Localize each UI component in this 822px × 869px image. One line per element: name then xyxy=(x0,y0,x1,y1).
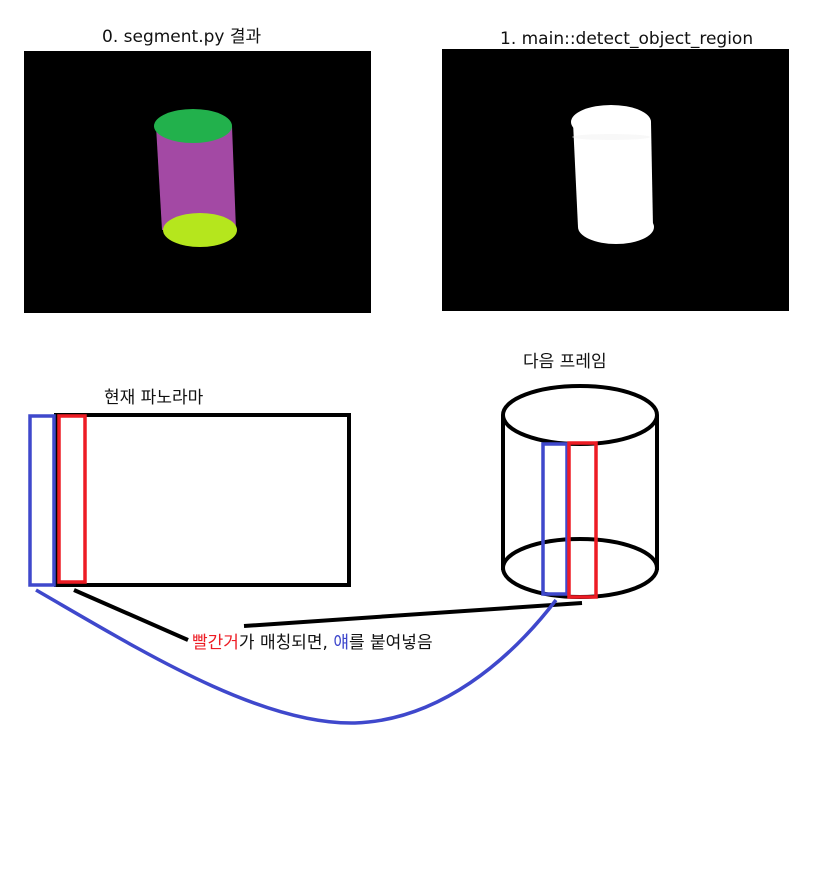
mask-body xyxy=(573,122,653,227)
segment-panel-title: 0. segment.py 결과 xyxy=(102,27,262,47)
next-frame-label: 다음 프레임 xyxy=(523,352,607,372)
note-end-text: 를 붙여넣음 xyxy=(348,633,433,653)
cylinder-top-segment xyxy=(154,109,232,143)
cylinder-bottom-segment xyxy=(163,213,237,247)
red-match-connector-right xyxy=(243,601,583,628)
next-frame-blue-strip xyxy=(541,442,569,596)
mask-bottom xyxy=(578,210,654,244)
red-match-connector-left xyxy=(73,588,189,642)
segmented-cylinder xyxy=(154,109,237,247)
current-panorama-label: 현재 파노라마 xyxy=(104,388,204,408)
mask-top xyxy=(571,105,651,139)
next-cylinder-top xyxy=(501,384,659,446)
mask-top-edge xyxy=(572,134,650,140)
next-cylinder-bottom xyxy=(501,537,659,599)
detect-panel-title: 1. main::detect_object_region xyxy=(500,29,754,49)
note-middle-text: 가 매칭되면, xyxy=(238,633,334,653)
panorama-red-strip xyxy=(57,414,87,584)
blue-word: 얘 xyxy=(333,633,349,653)
panorama-frame xyxy=(54,413,351,587)
panorama-blue-strip xyxy=(28,414,56,587)
next-frame-cylinder xyxy=(501,384,659,599)
matching-explanation: 빨간거가 매칭되면, 얘를 붙여넣음 xyxy=(192,628,433,653)
mask-cylinder xyxy=(571,105,654,244)
cylinder-body-segment xyxy=(156,126,236,230)
red-word: 빨간거 xyxy=(192,633,239,653)
next-frame-red-strip xyxy=(567,441,598,599)
blue-paste-arrow-curve xyxy=(35,588,558,725)
